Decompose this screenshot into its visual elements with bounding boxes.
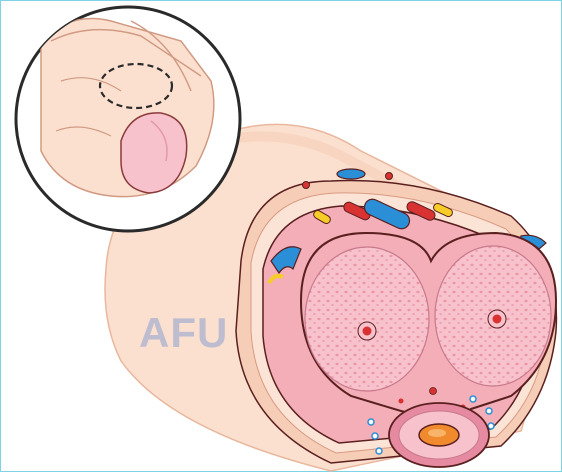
cavernosal-artery-icon <box>493 315 502 324</box>
left-corpus-cavernosum <box>305 247 429 391</box>
artery-dot-icon <box>303 182 310 189</box>
cavernosal-artery-icon <box>363 327 372 336</box>
superficial-vein-icon <box>337 169 365 179</box>
artery-dot-icon <box>386 173 393 180</box>
finger-inset-icon <box>16 7 240 231</box>
watermark-logo: AFU <box>139 309 228 357</box>
